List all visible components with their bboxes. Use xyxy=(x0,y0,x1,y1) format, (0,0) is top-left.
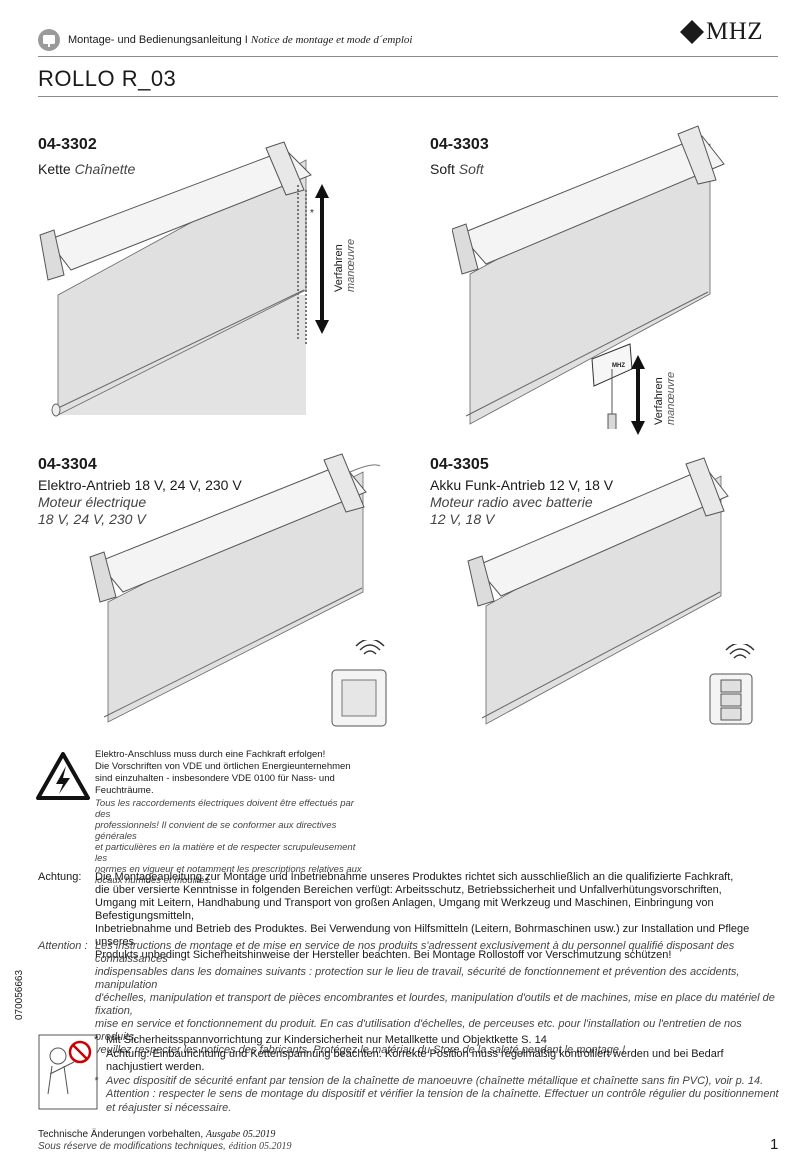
product-name: Soft Soft xyxy=(430,161,484,177)
operation-arrow-icon xyxy=(315,184,329,334)
chain-star-label: * xyxy=(310,208,314,219)
logo-diamond-icon xyxy=(680,20,704,49)
product-code: 04-3302 xyxy=(38,136,97,153)
product-voltage-fr: 18 V, 24 V, 230 V xyxy=(38,511,146,527)
attention-text: Les instructions de montage et de mise e… xyxy=(95,940,775,1056)
warning-text-de: Elektro-Anschluss muss durch eine Fachkr… xyxy=(95,749,351,796)
footer-line-fr: Sous réserve de modifications techniques… xyxy=(38,1141,292,1152)
title-rule xyxy=(38,96,778,97)
safety-star: * xyxy=(94,1034,99,1046)
wall-switch-icon xyxy=(330,638,392,735)
page-number: 1 xyxy=(770,1136,779,1153)
blind-electric-illustration xyxy=(89,453,381,723)
document-reference: 070056663 xyxy=(14,969,25,1020)
safety-star: * xyxy=(94,1074,99,1087)
product-code: 04-3305 xyxy=(430,456,489,473)
product-code: 04-3303 xyxy=(430,136,489,153)
child-safety-icon xyxy=(38,1034,98,1115)
safety-text: * Mit Sicherheitsspannvorrichtung zur Ki… xyxy=(94,1034,779,1114)
achtung-label: Achtung: xyxy=(38,871,82,883)
product-code: 04-3304 xyxy=(38,456,97,473)
product-name-fr: Moteur électrique xyxy=(38,494,147,510)
footer-line-de: Technische Änderungen vorbehalten, Ausga… xyxy=(38,1129,276,1140)
blind-soft-illustration xyxy=(452,125,725,429)
warning-text-fr: Tous les raccordements électriques doive… xyxy=(95,798,362,886)
blind-chain-illustration xyxy=(39,141,312,417)
remote-switch-icon xyxy=(706,642,758,731)
product-name: Akku Funk-Antrieb 12 V, 18 V xyxy=(430,477,614,493)
product-voltage-fr: 12 V, 18 V xyxy=(430,511,495,527)
chain-brand-label: MHZ xyxy=(612,363,625,369)
header-icon xyxy=(38,29,60,51)
attention-label: Attention : xyxy=(38,940,88,952)
product-name: Kette Chaînette xyxy=(38,161,136,177)
blind-battery-illustration xyxy=(467,457,729,725)
achtung-text: Die Montageanleitung zur Montage und Inb… xyxy=(95,871,750,961)
product-name: Elektro-Antrieb 18 V, 24 V, 230 V xyxy=(38,477,242,493)
product-name-fr: Moteur radio avec batterie xyxy=(430,494,593,510)
logo: MHZ xyxy=(706,18,764,45)
header-rule xyxy=(38,56,778,57)
page-title: ROLLO R_03 xyxy=(38,66,177,91)
operation-arrow-icon xyxy=(631,355,645,435)
header-text: Montage- und Bedienungsanleitung I Notic… xyxy=(68,34,413,46)
electric-warning-icon xyxy=(36,752,90,805)
